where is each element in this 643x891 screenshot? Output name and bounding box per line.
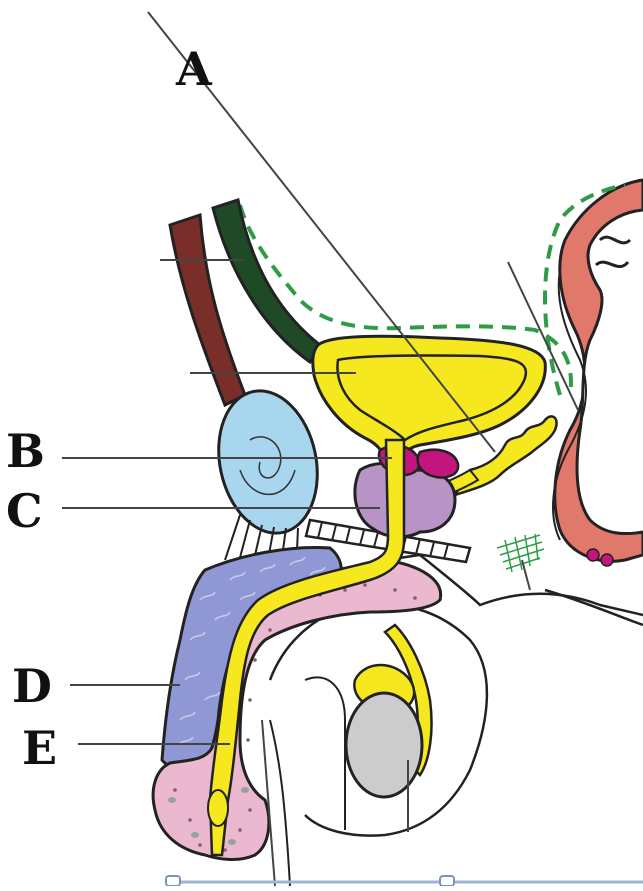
label-e: E bbox=[22, 725, 57, 771]
label-d: D bbox=[12, 663, 52, 709]
navicular-fossa bbox=[208, 790, 228, 826]
label-c: C bbox=[6, 488, 43, 534]
perineum-contour bbox=[545, 590, 643, 625]
perineal-mesh bbox=[497, 534, 544, 572]
anal-dot-2 bbox=[601, 554, 613, 566]
anal-dot-1 bbox=[587, 549, 599, 561]
bottom-handle-left[interactable] bbox=[166, 876, 180, 886]
label-b: B bbox=[6, 428, 45, 474]
ureter bbox=[213, 200, 320, 362]
bottom-handle-mid[interactable] bbox=[440, 876, 454, 886]
testis bbox=[346, 693, 422, 797]
thigh-contour bbox=[305, 677, 345, 830]
label-a: A bbox=[176, 46, 212, 92]
leader-unlabeled-4 bbox=[522, 560, 530, 590]
leader-lines bbox=[62, 12, 578, 886]
rectum-lumen bbox=[577, 210, 643, 534]
